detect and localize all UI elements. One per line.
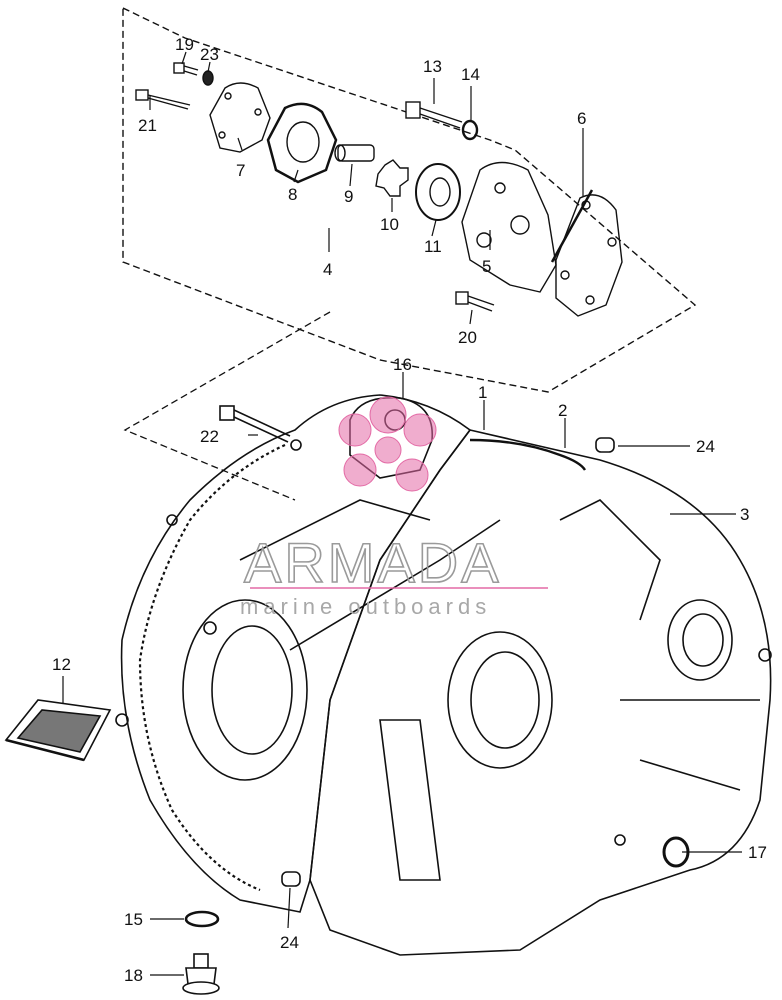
bolt-19 [173,62,199,76]
callout-20: 20 [458,328,477,347]
callout-16: 16 [393,355,412,374]
gasket-6 [555,194,623,317]
oil-pump-frame [122,7,697,393]
callout-19: 19 [175,35,194,54]
callout-22: 22 [200,427,219,446]
callout-10: 10 [380,215,399,234]
callout-8: 8 [288,185,297,204]
crankcase-group [115,394,772,956]
bolt-21 [135,89,191,110]
main-bearing-bore-right [447,631,553,769]
dowel-pin-bottom [281,871,301,887]
callout-15: 15 [124,910,143,929]
leader-lines [62,51,742,976]
shaft-bore [667,599,733,681]
callout-24-bottom: 24 [280,933,299,952]
callout-12: 12 [52,655,71,674]
callout-4: 4 [323,260,332,279]
right-crankcase-half [309,429,772,956]
washer-15 [184,910,220,928]
watermark: ARMADA marine outboards [240,396,548,619]
dowel-pin-top [595,437,615,453]
bolt-20 [455,291,495,312]
pump-body-5 [461,161,557,293]
callout-23: 23 [200,45,219,64]
pump-cover-7 [209,82,271,153]
callout-labels: 19 23 21 7 8 9 10 11 5 6 13 14 4 20 16 1… [52,35,767,985]
bolt-22 [219,405,291,443]
washer-23 [202,70,214,86]
callout-3: 3 [740,505,749,524]
gasket-8 [266,102,338,184]
bolt-13 [405,101,463,129]
drain-plug-18 [182,953,220,995]
oil-pump-assembly-group [122,7,697,393]
callout-18: 18 [124,966,143,985]
callout-24-top: 24 [696,437,715,456]
callout-17: 17 [748,843,767,862]
washer-14 [461,119,479,141]
callout-21: 21 [138,116,157,135]
callout-6: 6 [577,109,586,128]
shaft-9 [334,144,375,162]
watermark-brand: ARMADA [244,531,502,594]
oil-strainer-12 [4,699,112,762]
callout-13: 13 [423,57,442,76]
callout-7: 7 [236,161,245,180]
callout-2: 2 [558,401,567,420]
callout-1: 1 [478,383,487,402]
mating-plane-frame [123,311,331,501]
main-bearing-bore-left [182,599,308,781]
watermark-flower-logo [338,396,437,492]
callout-9: 9 [344,187,353,206]
inner-rotor-10 [375,159,409,197]
callout-11: 11 [424,237,442,256]
callout-5: 5 [482,257,491,276]
watermark-tagline: marine outboards [240,594,491,619]
outer-rotor-11 [415,163,461,221]
callout-14: 14 [461,65,480,84]
